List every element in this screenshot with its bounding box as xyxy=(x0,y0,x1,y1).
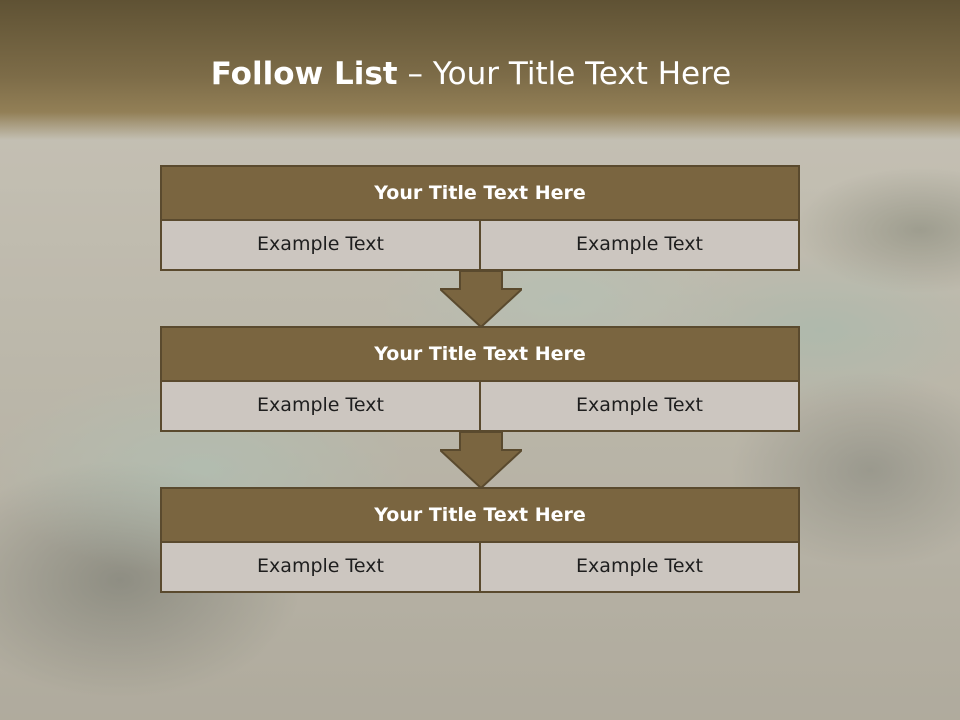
block-cell-right: Example Text xyxy=(481,382,800,432)
block-cell-left: Example Text xyxy=(160,382,481,432)
block-row: Example Text Example Text xyxy=(160,221,800,271)
down-arrow-icon xyxy=(440,271,522,327)
list-block-1: Your Title Text Here Example Text Exampl… xyxy=(160,165,800,271)
block-cell-right: Example Text xyxy=(481,543,800,593)
down-arrow-icon xyxy=(440,432,522,488)
list-block-3: Your Title Text Here Example Text Exampl… xyxy=(160,487,800,593)
block-cell-right: Example Text xyxy=(481,221,800,271)
block-title: Your Title Text Here xyxy=(160,326,800,382)
block-cell-left: Example Text xyxy=(160,221,481,271)
header-band xyxy=(0,0,960,140)
block-title: Your Title Text Here xyxy=(160,487,800,543)
block-title: Your Title Text Here xyxy=(160,165,800,221)
title-rest: – Your Title Text Here xyxy=(397,56,732,92)
block-cell-left: Example Text xyxy=(160,543,481,593)
block-row: Example Text Example Text xyxy=(160,543,800,593)
slide-title: Follow List – Your Title Text Here xyxy=(0,52,942,96)
title-bold: Follow List xyxy=(210,56,398,92)
block-row: Example Text Example Text xyxy=(160,382,800,432)
list-block-2: Your Title Text Here Example Text Exampl… xyxy=(160,326,800,432)
